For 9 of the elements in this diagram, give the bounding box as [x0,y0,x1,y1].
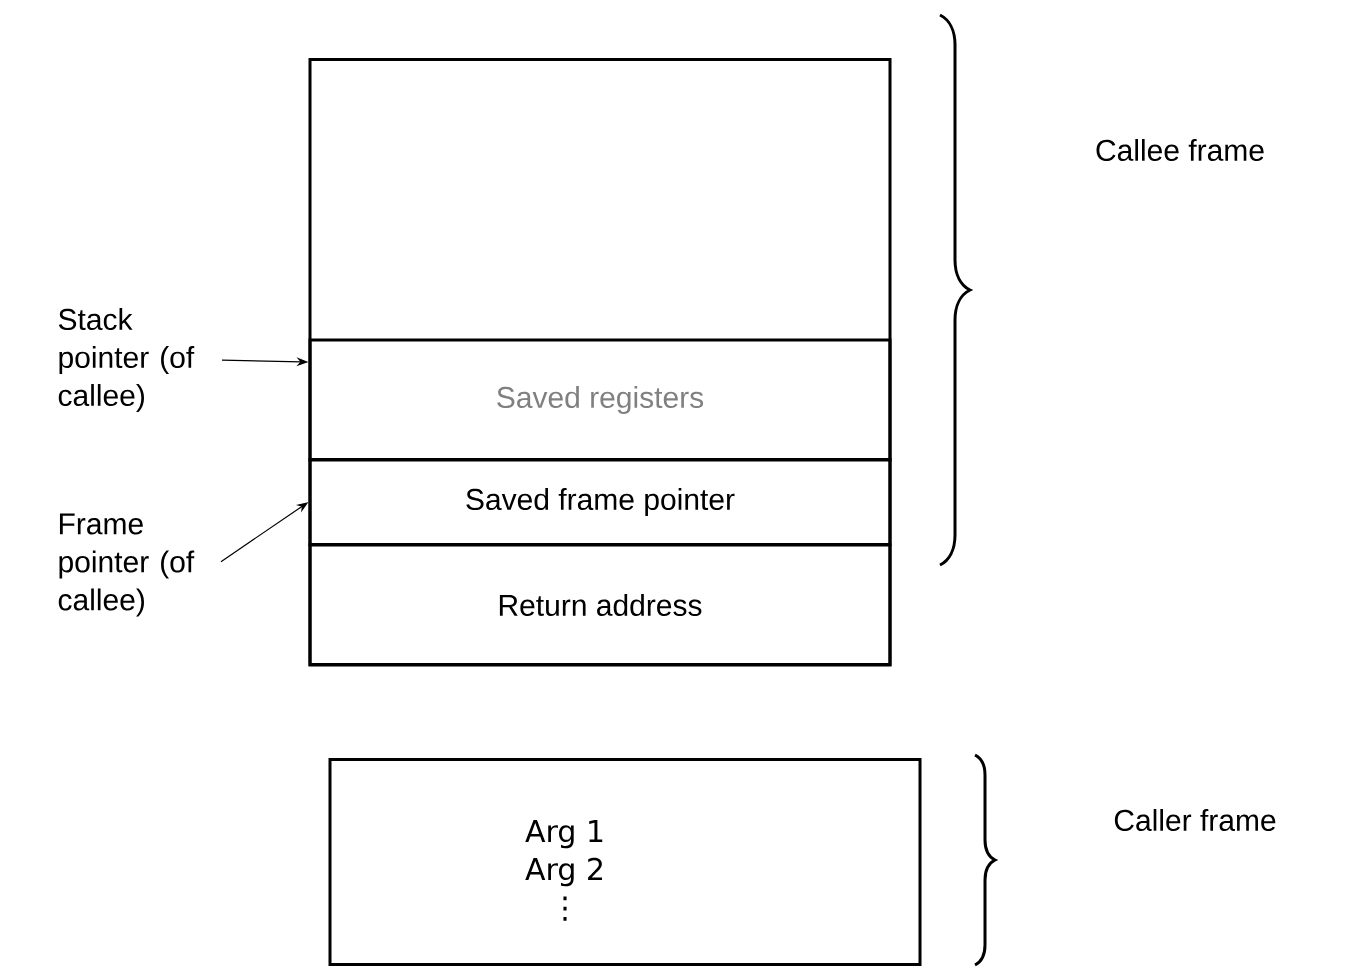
pointer-label: Frame pointer (of callee) [58,513,195,617]
pointer-label: Stack pointer (of callee) [58,308,195,412]
stack-frame-box [308,58,892,666]
stack-slot: Return address [308,543,892,667]
stack-frame-box: Arg 1 Arg 2 ⋮ [328,758,922,966]
stack-slot: Saved registers [308,338,892,462]
brace-label: Caller frame [1114,809,1276,832]
stack-slot: Saved frame pointer [308,458,892,546]
brace-label: Callee frame [1096,139,1264,162]
